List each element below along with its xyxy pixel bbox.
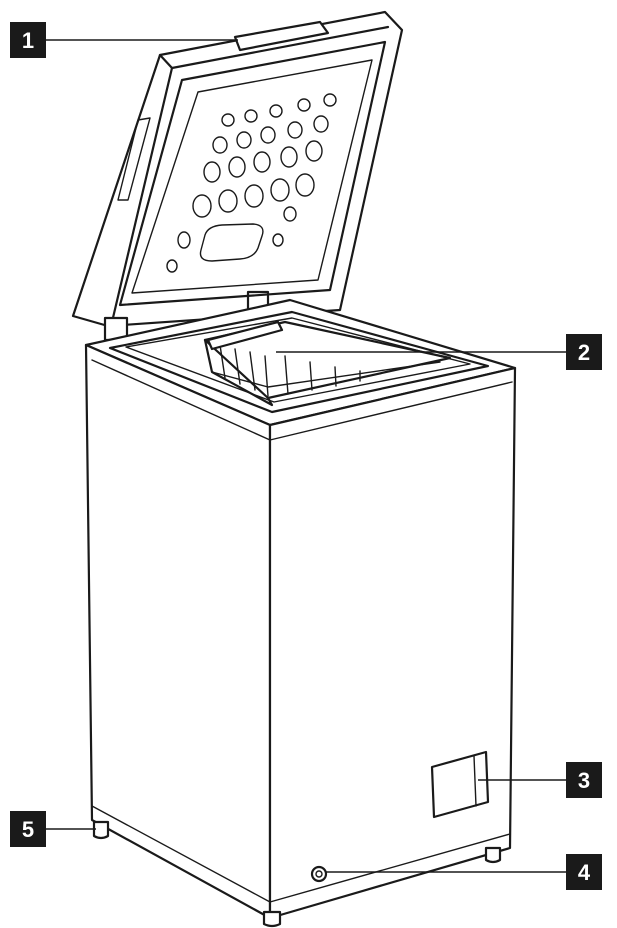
callout-1-box — [10, 22, 46, 58]
callout-3-label: 3 — [578, 768, 590, 793]
callout-4-label: 4 — [578, 860, 591, 885]
callout-1: 1 — [10, 22, 46, 58]
basket-handle — [206, 320, 284, 351]
callout-4-box — [566, 854, 602, 890]
callout-2-box — [566, 334, 602, 370]
foot-front-left — [92, 820, 110, 840]
lid-inner-recess — [199, 223, 264, 262]
callouts: 1 2 3 4 5 — [10, 22, 602, 890]
callout-3: 3 — [566, 762, 602, 798]
callout-5-box — [10, 811, 46, 847]
freezer-cabinet — [84, 298, 517, 928]
callout-4: 4 — [566, 854, 602, 890]
storage-basket — [203, 320, 452, 407]
lid-handle — [233, 20, 330, 52]
callout-5: 5 — [10, 811, 46, 847]
callout-2-label: 2 — [578, 340, 590, 365]
drain-plug — [310, 865, 328, 883]
foot-front — [262, 910, 282, 928]
callout-1-label: 1 — [22, 28, 34, 53]
lid-inner-pattern — [166, 93, 337, 273]
foot-right — [484, 846, 502, 864]
callout-3-box — [566, 762, 602, 798]
callout-5-label: 5 — [22, 817, 34, 842]
callout-2: 2 — [566, 334, 602, 370]
lid-side-recess — [117, 117, 151, 201]
freezer-lid — [71, 10, 404, 342]
